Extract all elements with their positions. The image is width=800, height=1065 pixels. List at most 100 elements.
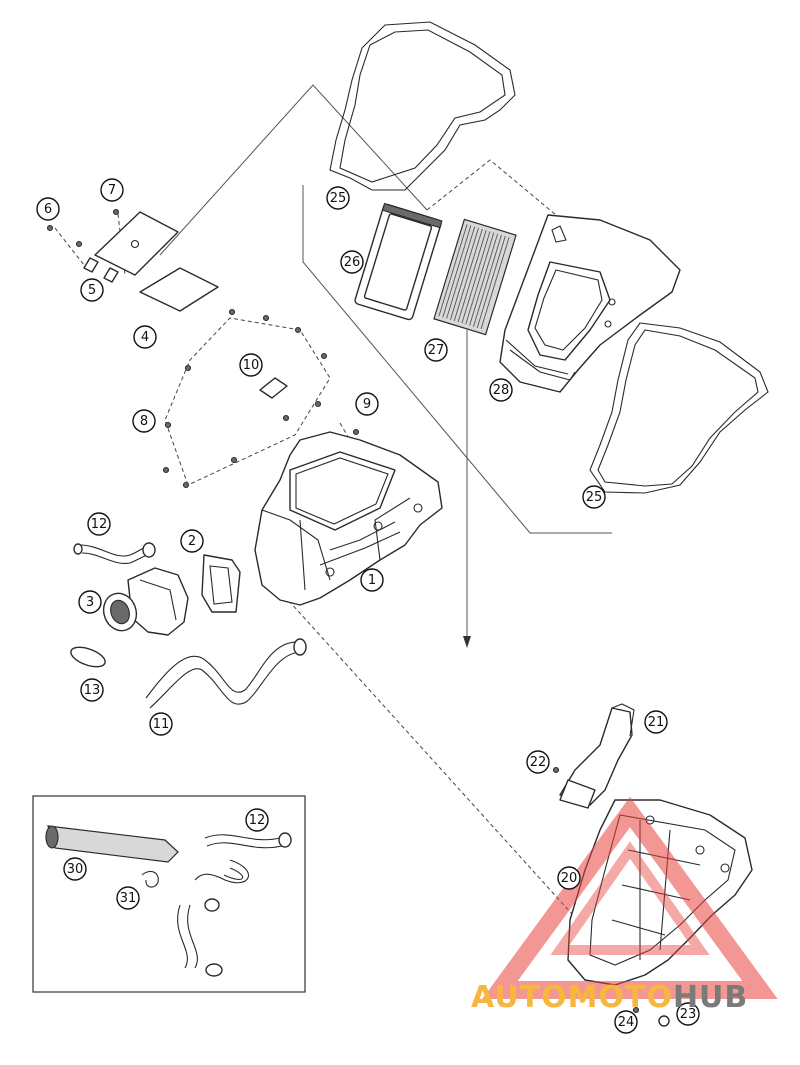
callout-circle [360,568,384,592]
callout-circle [557,866,581,890]
callout-number: 27 [428,343,445,358]
callout-circle [340,250,364,274]
callout-12: 12 [245,808,269,832]
breather-cover-5-7 [46,208,179,283]
callout-number: 24 [618,1015,635,1030]
variant-inset-box [32,795,306,993]
callout-number: 5 [88,283,96,298]
watermark-logo [482,796,778,999]
callout-number: 12 [249,813,266,828]
callout-4: 4 [133,325,157,349]
callout-9: 9 [355,392,379,416]
callout-number: 28 [493,383,510,398]
watermark-triangle [482,796,778,999]
callout-circle [78,590,102,614]
callout-circle [100,178,124,202]
callout-circle [526,750,550,774]
callout-circle [355,392,379,416]
callout-number: 31 [120,891,137,906]
callout-25: 25 [582,485,606,509]
callout-number: 22 [530,755,547,770]
callout-number: 3 [86,595,94,610]
callout-number: 13 [84,683,101,698]
callout-circle [245,808,269,832]
airbox-cover-28 [499,214,681,393]
callout-number: 6 [44,202,52,217]
duct-gasket-2 [201,554,241,613]
watermark-suffix: HUB [672,980,749,1015]
callout-12: 12 [87,512,111,536]
hose-12-start [73,543,83,555]
callout-number: 25 [330,191,347,206]
callout-30: 30 [63,857,87,881]
callout-number: 26 [344,255,361,270]
callout-number: 30 [67,862,84,877]
callout-20: 20 [557,866,581,890]
callout-28: 28 [489,378,513,402]
callout-circle [149,712,173,736]
callout-10: 10 [239,353,263,377]
callout-circle [87,512,111,536]
callout-circle [676,1002,700,1026]
callout-23: 23 [676,1002,700,1026]
intake-boot-3 [102,567,189,636]
callout-27: 27 [424,338,448,362]
callout-number: 11 [153,717,170,732]
callout-circle [80,278,104,302]
callout-number: 9 [363,397,371,412]
callout-circle [132,409,156,433]
guide-lines [54,84,612,946]
watermark-text: AUTOMOTOHUB [471,980,800,1020]
hose-12-end [142,542,156,558]
callout-circle [80,678,104,702]
hose-clamp-13 [70,646,106,668]
callout-13: 13 [80,678,104,702]
callout-circle [644,710,668,734]
callout-22: 22 [526,750,550,774]
callout-number: 8 [140,414,148,429]
gasket-4 [139,267,219,312]
callout-3: 3 [78,590,102,614]
inset-hoses [177,832,292,977]
callout-number: 12 [91,517,108,532]
callout-circle [63,857,87,881]
drain-hose-11 [145,641,303,709]
air-filter-element-27 [433,218,517,336]
screws-8 [162,308,360,489]
clip-31 [141,870,159,888]
hose-11-end [293,638,307,656]
callout-circle [489,378,513,402]
callout-number: 20 [561,871,578,886]
callout-21: 21 [644,710,668,734]
callout-26: 26 [340,250,364,274]
callout-number: 4 [141,330,149,345]
callout-circle [239,353,263,377]
plug-23 [658,1015,670,1027]
airbox-housing-1 [254,431,443,606]
callout-number: 7 [108,183,116,198]
callout-31: 31 [116,886,140,910]
callout-number: 21 [648,715,665,730]
callout-25: 25 [326,186,350,210]
callout-8: 8 [132,409,156,433]
callout-1: 1 [360,568,384,592]
gasket-25-right [589,322,769,494]
breather-pipe-30 [45,825,179,863]
watermark-prefix: AUTOMOTO [471,980,673,1015]
callout-number: 10 [243,358,260,373]
clip-10 [259,377,288,399]
callout-6: 6 [36,197,60,221]
callout-circle [326,186,350,210]
callout-labels: 1234567891011121213202122232425252627283… [36,178,700,1034]
callout-number: 25 [586,490,603,505]
callout-number: 23 [680,1007,697,1022]
callout-5: 5 [80,278,104,302]
callout-11: 11 [149,712,173,736]
callout-number: 1 [368,573,376,588]
callout-circle [424,338,448,362]
callout-number: 2 [188,534,196,549]
callout-circle [36,197,60,221]
gasket-25-top [329,21,516,191]
callout-circle [614,1010,638,1034]
